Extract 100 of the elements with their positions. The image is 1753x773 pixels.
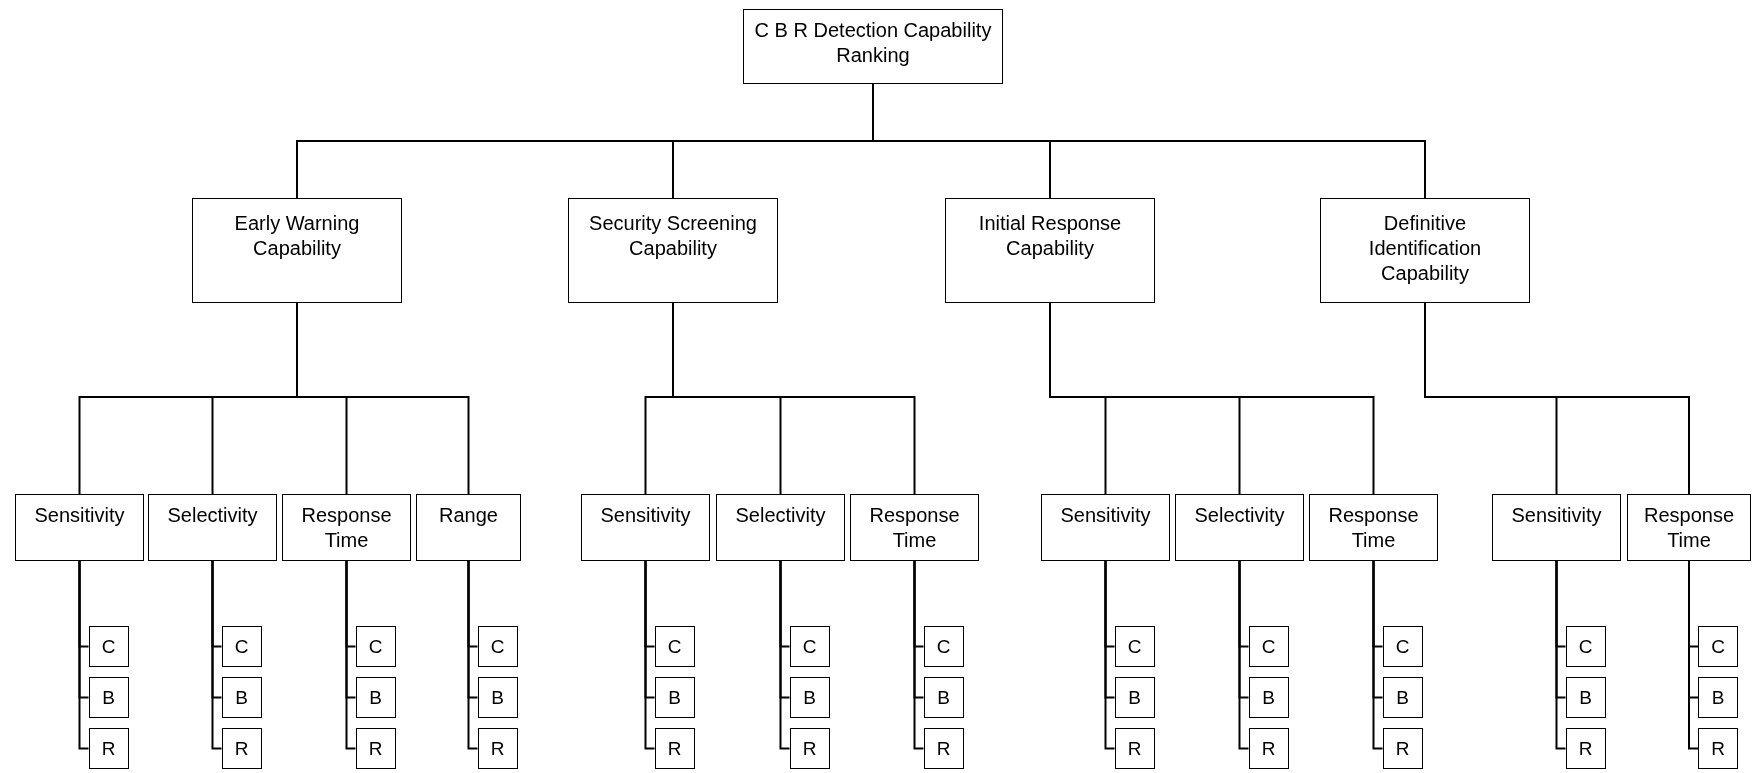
- tree-box: [477, 677, 518, 718]
- tree-box: [1698, 728, 1738, 769]
- box-label: Response Time: [1327, 503, 1420, 553]
- connector-line: [644, 560, 656, 750]
- box-label: R: [489, 736, 506, 761]
- tree-box: [743, 9, 1003, 84]
- box-label: C: [367, 634, 384, 659]
- box-label: B: [802, 685, 817, 710]
- box-label: Sensitivity: [1510, 503, 1603, 528]
- box-label: Definitive Identification Capability: [1367, 211, 1483, 286]
- box-label: C B R Detection Capability Ranking: [753, 18, 993, 68]
- box-label: R: [1577, 736, 1594, 761]
- tree-box: [221, 626, 262, 667]
- box-label: R: [1260, 736, 1277, 761]
- connector-line: [1688, 560, 1699, 750]
- box-label: Selectivity: [1193, 503, 1286, 528]
- tree-box: [789, 626, 830, 667]
- tree-box: [716, 494, 845, 561]
- box-label: R: [1126, 736, 1143, 761]
- tree-box: [1248, 728, 1289, 769]
- tree-box: [1565, 728, 1606, 769]
- box-label: C: [935, 634, 952, 659]
- box-label: R: [367, 736, 384, 761]
- tree-box: [1698, 626, 1738, 667]
- tree-box: [1320, 198, 1530, 303]
- box-label: R: [233, 736, 250, 761]
- box-label: B: [490, 685, 505, 710]
- tree-box: [1627, 494, 1751, 561]
- box-label: B: [1261, 685, 1276, 710]
- connector-line: [296, 302, 470, 495]
- box-label: B: [101, 685, 116, 710]
- tree-box: [355, 626, 396, 667]
- box-label: B: [667, 685, 682, 710]
- tree-box: [88, 677, 129, 718]
- box-label: B: [234, 685, 249, 710]
- tree-box: [654, 626, 695, 667]
- box-label: B: [936, 685, 951, 710]
- connector-line: [913, 560, 925, 750]
- tree-box: [1698, 677, 1738, 718]
- box-label: B: [1710, 685, 1726, 710]
- tree-box: [1114, 677, 1155, 718]
- box-label: B: [1127, 685, 1142, 710]
- box-label: Selectivity: [166, 503, 259, 528]
- tree-box: [1114, 728, 1155, 769]
- tree-box: [945, 198, 1155, 303]
- connector-line: [345, 560, 357, 750]
- tree-box: [1309, 494, 1438, 561]
- box-label: Early Warning Capability: [233, 211, 361, 261]
- tree-box: [1382, 677, 1423, 718]
- box-label: R: [935, 736, 952, 761]
- connector-line: [1372, 560, 1384, 750]
- tree-box: [148, 494, 277, 561]
- box-label: Sensitivity: [33, 503, 126, 528]
- tree-box: [923, 677, 964, 718]
- box-label: B: [1395, 685, 1410, 710]
- tree-box: [1175, 494, 1304, 561]
- tree-box: [923, 728, 964, 769]
- box-label: C: [1710, 634, 1726, 659]
- tree-box: [192, 198, 402, 303]
- connector-line: [211, 560, 223, 750]
- tree-box: [1565, 626, 1606, 667]
- box-label: C: [1577, 634, 1594, 659]
- box-label: C: [801, 634, 818, 659]
- box-label: R: [801, 736, 818, 761]
- box-label: C: [489, 634, 506, 659]
- tree-box: [477, 728, 518, 769]
- tree-box: [850, 494, 979, 561]
- tree-box: [654, 728, 695, 769]
- box-label: B: [368, 685, 383, 710]
- connector-line: [1555, 560, 1567, 750]
- tree-box: [416, 494, 521, 561]
- box-label: C: [1394, 634, 1411, 659]
- connector-line: [779, 560, 791, 750]
- tree-box: [1565, 677, 1606, 718]
- tree-box: [355, 677, 396, 718]
- box-label: R: [666, 736, 683, 761]
- connector-line: [1104, 560, 1116, 750]
- tree-box: [789, 677, 830, 718]
- tree-box: [1382, 728, 1423, 769]
- connector-line: [78, 560, 90, 750]
- tree-box: [1382, 626, 1423, 667]
- tree-box: [88, 626, 129, 667]
- box-label: C: [1260, 634, 1277, 659]
- box-label: B: [1578, 685, 1593, 710]
- tree-box: [1248, 626, 1289, 667]
- tree-box: [1248, 677, 1289, 718]
- tree-box: [88, 728, 129, 769]
- box-label: Selectivity: [734, 503, 827, 528]
- tree-box: [568, 198, 778, 303]
- box-label: Response Time: [868, 503, 961, 553]
- tree-box: [1114, 626, 1155, 667]
- tree-box: [477, 626, 518, 667]
- box-label: C: [1126, 634, 1143, 659]
- tree-box: [1041, 494, 1170, 561]
- tree-box: [1492, 494, 1621, 561]
- box-label: Response Time: [1642, 503, 1736, 553]
- box-label: R: [100, 736, 117, 761]
- box-label: C: [100, 634, 117, 659]
- box-label: Range: [438, 503, 499, 528]
- box-label: C: [233, 634, 250, 659]
